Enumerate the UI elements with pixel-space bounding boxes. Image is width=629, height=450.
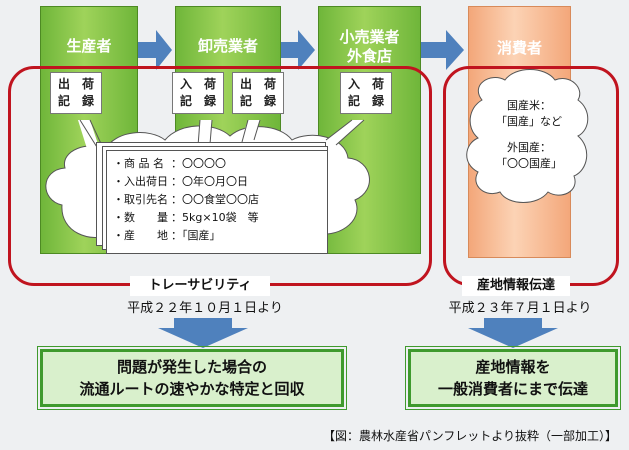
field-row: ・入出荷日：〇年〇月〇日: [113, 175, 248, 188]
traceability-label: トレーサビリティ: [130, 276, 270, 296]
consumer-foreign-info: 外国産： 「〇〇国産」: [496, 141, 562, 170]
arrow-down-traceability: [158, 318, 248, 348]
traceability-date: 平成２２年１０月１日より: [127, 301, 283, 316]
wholesaler-receive-record: 入 荷記 録: [172, 72, 224, 114]
wholesaler-title: 卸売業者: [197, 37, 258, 55]
origin-info-result-box: 産地情報を 一般消費者にまで伝達: [405, 346, 621, 410]
field-row: ・産 地：「国産」: [113, 229, 221, 242]
producer-title: 生産者: [66, 37, 112, 55]
figure-caption: 【図：農林水産省パンフレットより抜粋（一部加工）】: [322, 429, 617, 443]
field-row: ・取引先名：〇〇食堂〇〇店: [113, 193, 259, 206]
retailer-title-line2: 外食店: [346, 47, 392, 65]
field-row: ・数 量：5kg×10袋 等: [113, 211, 259, 224]
arrow-producer-to-wholesaler: [138, 30, 172, 70]
arrow-retailer-to-consumer: [421, 30, 464, 70]
retailer-title-line1: 小売業者: [339, 28, 400, 46]
arrow-wholesaler-to-retailer: [281, 30, 315, 70]
retailer-receive-record: 入 荷記 録: [340, 72, 392, 114]
consumer-cloud: [466, 69, 589, 203]
consumer-title: 消費者: [496, 39, 542, 57]
document-paper-front: [106, 150, 328, 254]
consumer-domestic-info: 国産米： 「国産」など: [496, 99, 562, 128]
origin-info-label: 産地情報伝達: [462, 276, 570, 296]
origin-info-date: 平成２３年７月１日より: [448, 301, 592, 316]
wholesaler-ship-record: 出 荷記 録: [232, 72, 284, 114]
document-fields: ・商 品 名：〇〇〇〇 ・入出荷日：〇年〇月〇日 ・取引先名：〇〇食堂〇〇店 ・…: [113, 155, 259, 245]
producer-ship-record: 出 荷記 録: [50, 72, 102, 114]
arrow-down-origin: [468, 318, 558, 348]
field-row: ・商 品 名：〇〇〇〇: [113, 157, 226, 170]
traceability-result-box: 問題が発生した場合の 流通ルートの速やかな特定と回収: [37, 346, 347, 410]
